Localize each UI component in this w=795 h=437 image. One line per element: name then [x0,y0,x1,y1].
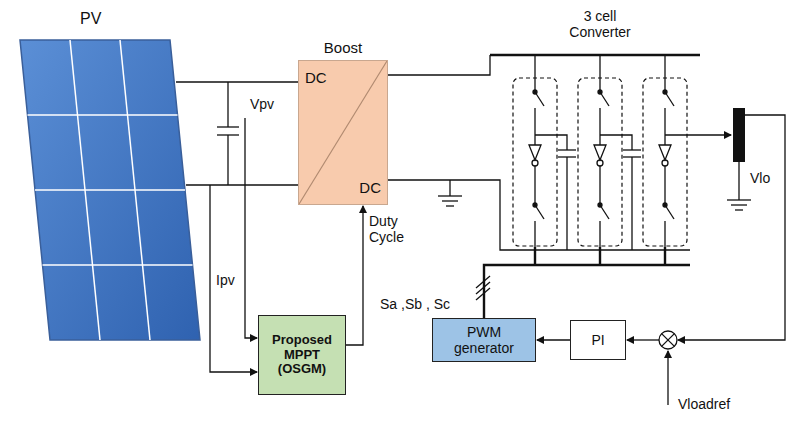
port-label: DC [359,179,381,196]
mppt-box: Proposed MPPT (OSGM) [258,315,346,395]
port-label: DC [305,69,327,86]
bus-slash [476,276,490,300]
load-inductor [733,108,745,162]
wiring [176,55,785,405]
pwm-generator-box: PWM generator [432,318,536,362]
signal-name: Vloadref [678,396,768,412]
box-label: PWM generator [437,324,531,356]
block-label: 3 cell Converter [555,8,645,40]
gate-bus [484,55,700,318]
pv-panel [20,40,200,340]
edge-label: Duty Cycle [369,213,419,245]
boost-converter-box: BoostDCDC [298,60,388,205]
box-label: PI [575,332,621,348]
signal-name: Sa ,Sb , Sc [380,296,470,312]
connector [346,206,363,345]
pi-controller-box: PI [570,320,626,360]
converter-cells [513,55,687,250]
connector [537,339,570,340]
signal-name: Vlo [750,170,784,186]
panel-label: PV [80,10,140,28]
signal-name: Vpv [250,96,290,112]
signal-name: Ipv [216,272,244,288]
box-label: Proposed MPPT (OSGM) [263,333,341,378]
box-heading: Boost [299,39,387,56]
